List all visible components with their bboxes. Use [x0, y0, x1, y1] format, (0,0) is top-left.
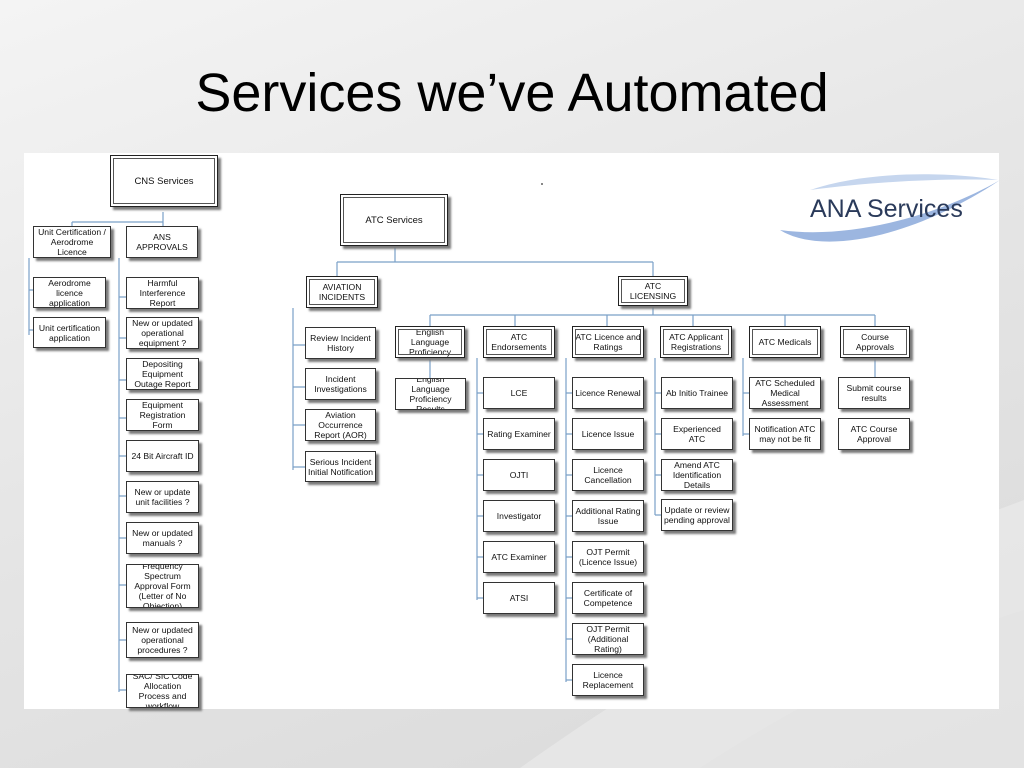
- node-english-language-proficiency[interactable]: English Language Proficiency: [395, 326, 465, 358]
- node-equipment-registration-form[interactable]: Equipment Registration Form: [126, 399, 199, 431]
- node-atc-applicant-registrations[interactable]: ATC Applicant Registrations: [660, 326, 732, 358]
- node-licence-issue[interactable]: Licence Issue: [572, 418, 644, 450]
- node-sac-sic-code[interactable]: SAC/ SIC Code Allocation Process and wor…: [126, 674, 199, 708]
- node-unit-certification-application[interactable]: Unit certification application: [33, 317, 106, 348]
- node-new-updated-operational-equipment[interactable]: New or updated operational equipment ?: [126, 317, 199, 349]
- node-ojti[interactable]: OJTI: [483, 459, 555, 491]
- node-licence-replacement[interactable]: Licence Replacement: [572, 664, 644, 696]
- node-lce[interactable]: LCE: [483, 377, 555, 409]
- node-update-review-pending-approval[interactable]: Update or review pending approval: [661, 499, 733, 531]
- node-atc-licensing[interactable]: ATC LICENSING: [618, 276, 688, 306]
- node-new-update-unit-facilities[interactable]: New or update unit facilities ?: [126, 481, 199, 513]
- node-new-updated-operational-procedures[interactable]: New or updated operational procedures ?: [126, 622, 199, 658]
- node-rating-examiner[interactable]: Rating Examiner: [483, 418, 555, 450]
- node-frequency-spectrum-approval[interactable]: Frequency Spectrum Approval Form (Letter…: [126, 564, 199, 608]
- node-atsi[interactable]: ATSI: [483, 582, 555, 614]
- ana-services-logo-text: ANA Services: [810, 195, 963, 223]
- node-24-bit-aircraft-id[interactable]: 24 Bit Aircraft ID: [126, 440, 199, 472]
- node-licence-renewal[interactable]: Licence Renewal: [572, 377, 644, 409]
- node-ans-approvals[interactable]: ANS APPROVALS: [126, 226, 198, 258]
- node-aviation-incidents[interactable]: AVIATION INCIDENTS: [306, 276, 378, 308]
- node-ojt-permit-licence-issue[interactable]: OJT Permit (Licence Issue): [572, 541, 644, 573]
- node-ab-initio-trainee[interactable]: Ab Initio Trainee: [661, 377, 733, 409]
- node-aerodrome-licence-application[interactable]: Aerodrome licence application: [33, 277, 106, 308]
- node-investigator[interactable]: Investigator: [483, 500, 555, 532]
- node-atc-services[interactable]: ATC Services: [340, 194, 448, 246]
- node-atc-licence-and-ratings[interactable]: ATC Licence and Ratings: [572, 326, 644, 358]
- node-course-approvals[interactable]: Course Approvals: [840, 326, 910, 358]
- node-new-updated-manuals[interactable]: New or updated manuals ?: [126, 522, 199, 554]
- node-submit-course-results[interactable]: Submit course results: [838, 377, 910, 409]
- node-harmful-interference-report[interactable]: Harmful Interference Report: [126, 277, 199, 309]
- node-amend-atc-identification-details[interactable]: Amend ATC Identification Details: [661, 459, 733, 491]
- stray-dot: [541, 183, 543, 185]
- node-depositing-equipment-outage-report[interactable]: Depositing Equipment Outage Report: [126, 358, 199, 390]
- node-experienced-atc[interactable]: Experienced ATC: [661, 418, 733, 450]
- node-atc-endorsements[interactable]: ATC Endorsements: [483, 326, 555, 358]
- node-additional-rating-issue[interactable]: Additional Rating Issue: [572, 500, 644, 532]
- node-unit-certification[interactable]: Unit Certification / Aerodrome Licence: [33, 226, 111, 258]
- node-cns-services[interactable]: CNS Services: [110, 155, 218, 207]
- node-review-incident-history[interactable]: Review Incident History: [305, 327, 376, 359]
- node-english-language-proficiency-results[interactable]: English Language Proficiency Results: [395, 378, 466, 410]
- slide-title: Services we’ve Automated: [195, 63, 829, 123]
- node-atc-medicals[interactable]: ATC Medicals: [749, 326, 821, 358]
- node-licence-cancellation[interactable]: Licence Cancellation: [572, 459, 644, 491]
- node-serious-incident-notification[interactable]: Serious Incident Initial Notification: [305, 451, 376, 482]
- node-atc-examiner[interactable]: ATC Examiner: [483, 541, 555, 573]
- ana-swoosh-logo: [780, 174, 1000, 242]
- node-ojt-permit-additional-rating[interactable]: OJT Permit (Additional Rating): [572, 623, 644, 655]
- node-atc-scheduled-medical-assessment[interactable]: ATC Scheduled Medical Assessment: [749, 377, 821, 409]
- node-certificate-of-competence[interactable]: Certificate of Competence: [572, 582, 644, 614]
- node-incident-investigations[interactable]: Incident Investigations: [305, 368, 376, 400]
- node-atc-course-approval[interactable]: ATC Course Approval: [838, 418, 910, 450]
- node-aviation-occurrence-report[interactable]: Aviation Occurrence Report (AOR): [305, 409, 376, 441]
- node-notification-atc-may-not-be-fit[interactable]: Notification ATC may not be fit: [749, 418, 821, 450]
